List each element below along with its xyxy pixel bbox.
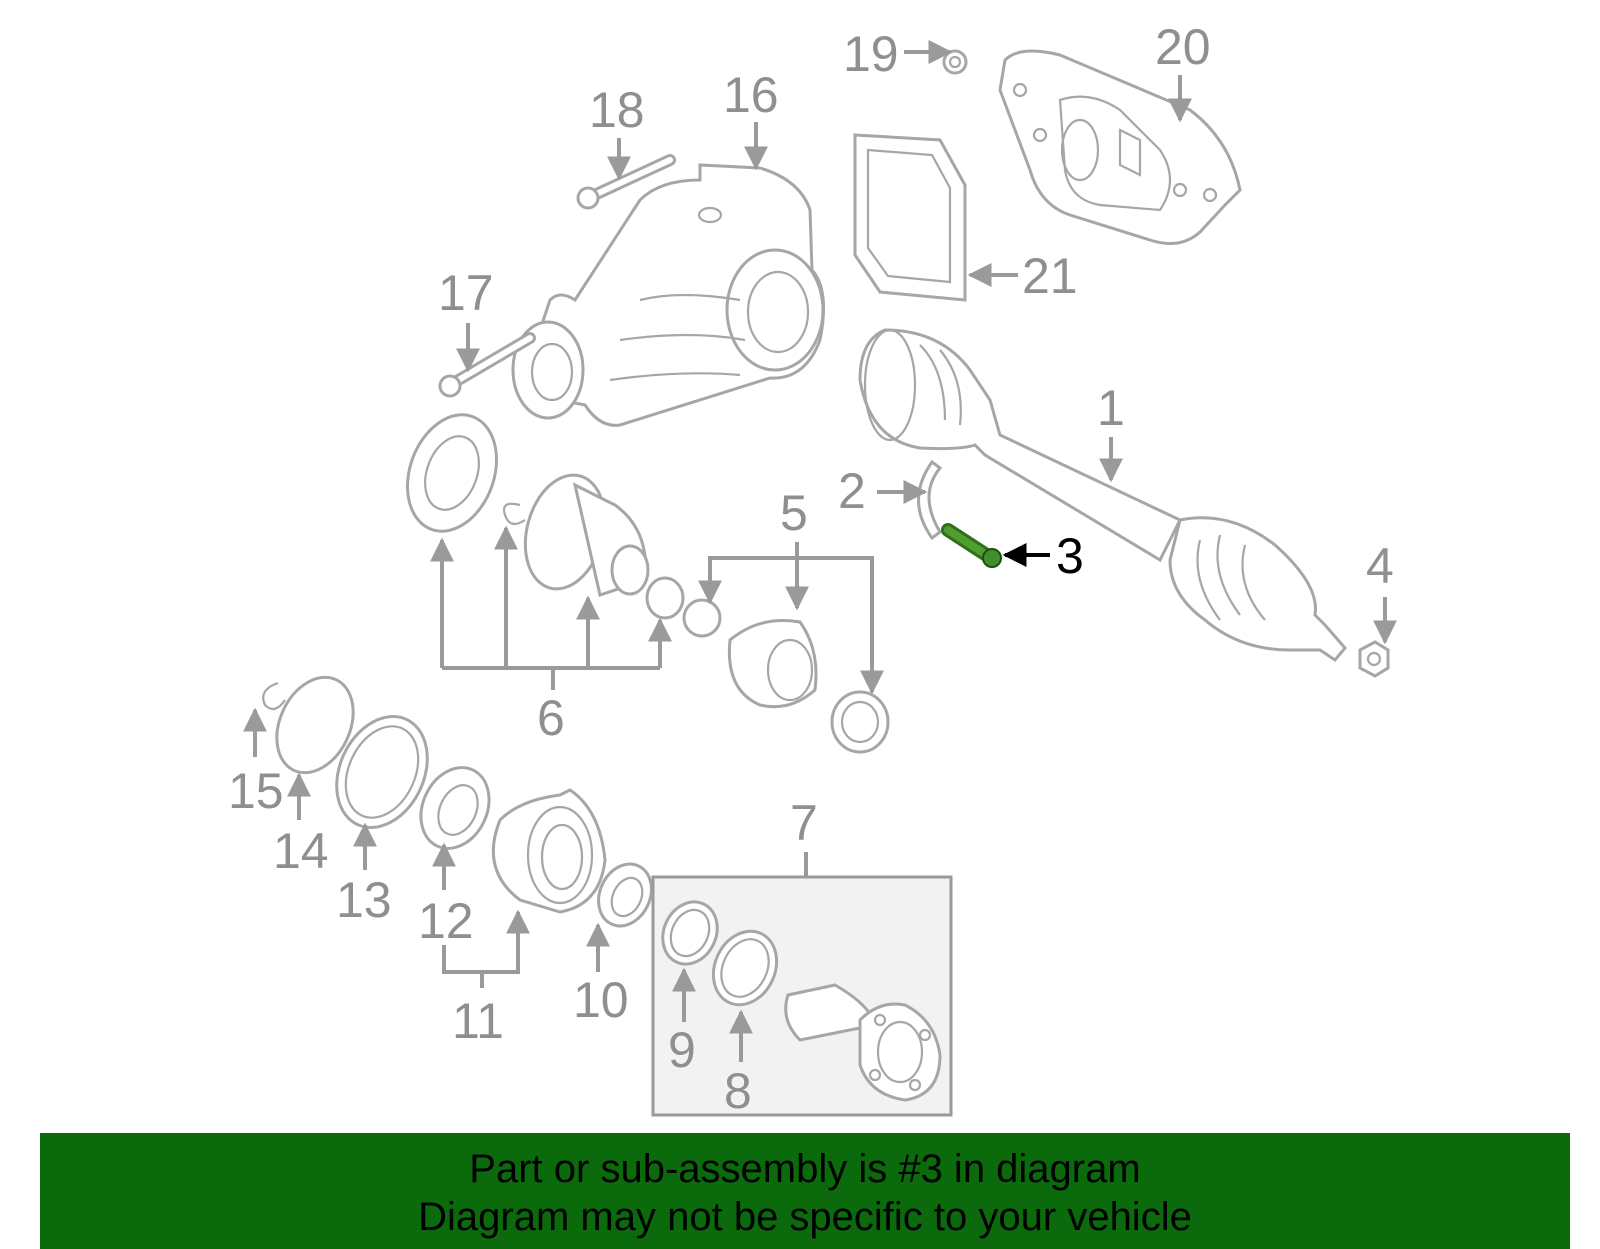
part-19-fill-plug[interactable]: [942, 49, 968, 75]
callout-19: 19: [843, 26, 899, 82]
callout-9: 9: [668, 1022, 696, 1078]
part-1-axle-shaft[interactable]: [858, 328, 1347, 662]
part-5-clamp-large[interactable]: [830, 690, 890, 754]
part-4-nut[interactable]: [1358, 640, 1390, 678]
callout-20: 20: [1155, 19, 1211, 75]
part-6-joint-boot[interactable]: [513, 466, 650, 598]
part-2-lock-plate[interactable]: [917, 459, 943, 541]
callout-13: 13: [336, 872, 392, 928]
callout-18: 18: [589, 82, 645, 138]
part-15-circlip[interactable]: [262, 681, 286, 711]
callout-15: 15: [228, 763, 284, 819]
callout-4: 4: [1366, 538, 1394, 594]
part-9-o-ring[interactable]: [653, 893, 727, 973]
part-21-gasket[interactable]: [853, 133, 967, 302]
part-16-differential-housing[interactable]: [511, 163, 826, 427]
part-11-housing[interactable]: [491, 788, 607, 914]
leader-lines: [243, 40, 1397, 1062]
part-6-clamp[interactable]: [645, 576, 685, 620]
callout-1: 1: [1097, 380, 1125, 436]
callout-5: 5: [780, 485, 808, 541]
callout-7: 7: [790, 795, 818, 851]
callout-16: 16: [723, 67, 779, 123]
callout-8: 8: [724, 1063, 752, 1119]
callout-6: 6: [537, 690, 565, 746]
callout-3: 3: [1056, 528, 1084, 584]
part-6-circlip[interactable]: [502, 502, 526, 526]
part-5-boot[interactable]: [727, 618, 818, 709]
part-6-seal-ring[interactable]: [392, 402, 512, 543]
info-banner: Part or sub-assembly is #3 in diagram Di…: [40, 1133, 1570, 1249]
banner-line-1: Part or sub-assembly is #3 in diagram: [469, 1147, 1141, 1191]
callout-14: 14: [273, 823, 329, 879]
part-3-bolt-highlighted[interactable]: [941, 523, 1002, 568]
part-5-clamp-small[interactable]: [682, 598, 722, 638]
banner-line-2: Diagram may not be specific to your vehi…: [418, 1195, 1192, 1239]
part-7-output-flange[interactable]: [784, 983, 942, 1102]
part-14-o-ring[interactable]: [262, 665, 368, 785]
callout-10: 10: [573, 972, 629, 1028]
callout-12: 12: [418, 893, 474, 949]
part-20-rear-cover[interactable]: [998, 49, 1242, 246]
callout-11: 11: [452, 993, 504, 1049]
callout-21: 21: [1022, 248, 1078, 304]
callout-2: 2: [838, 463, 866, 519]
part-8-seal[interactable]: [702, 921, 788, 1015]
callout-17: 17: [438, 265, 494, 321]
part-17-bolt[interactable]: [438, 332, 536, 398]
part-10-seal[interactable]: [589, 855, 661, 934]
